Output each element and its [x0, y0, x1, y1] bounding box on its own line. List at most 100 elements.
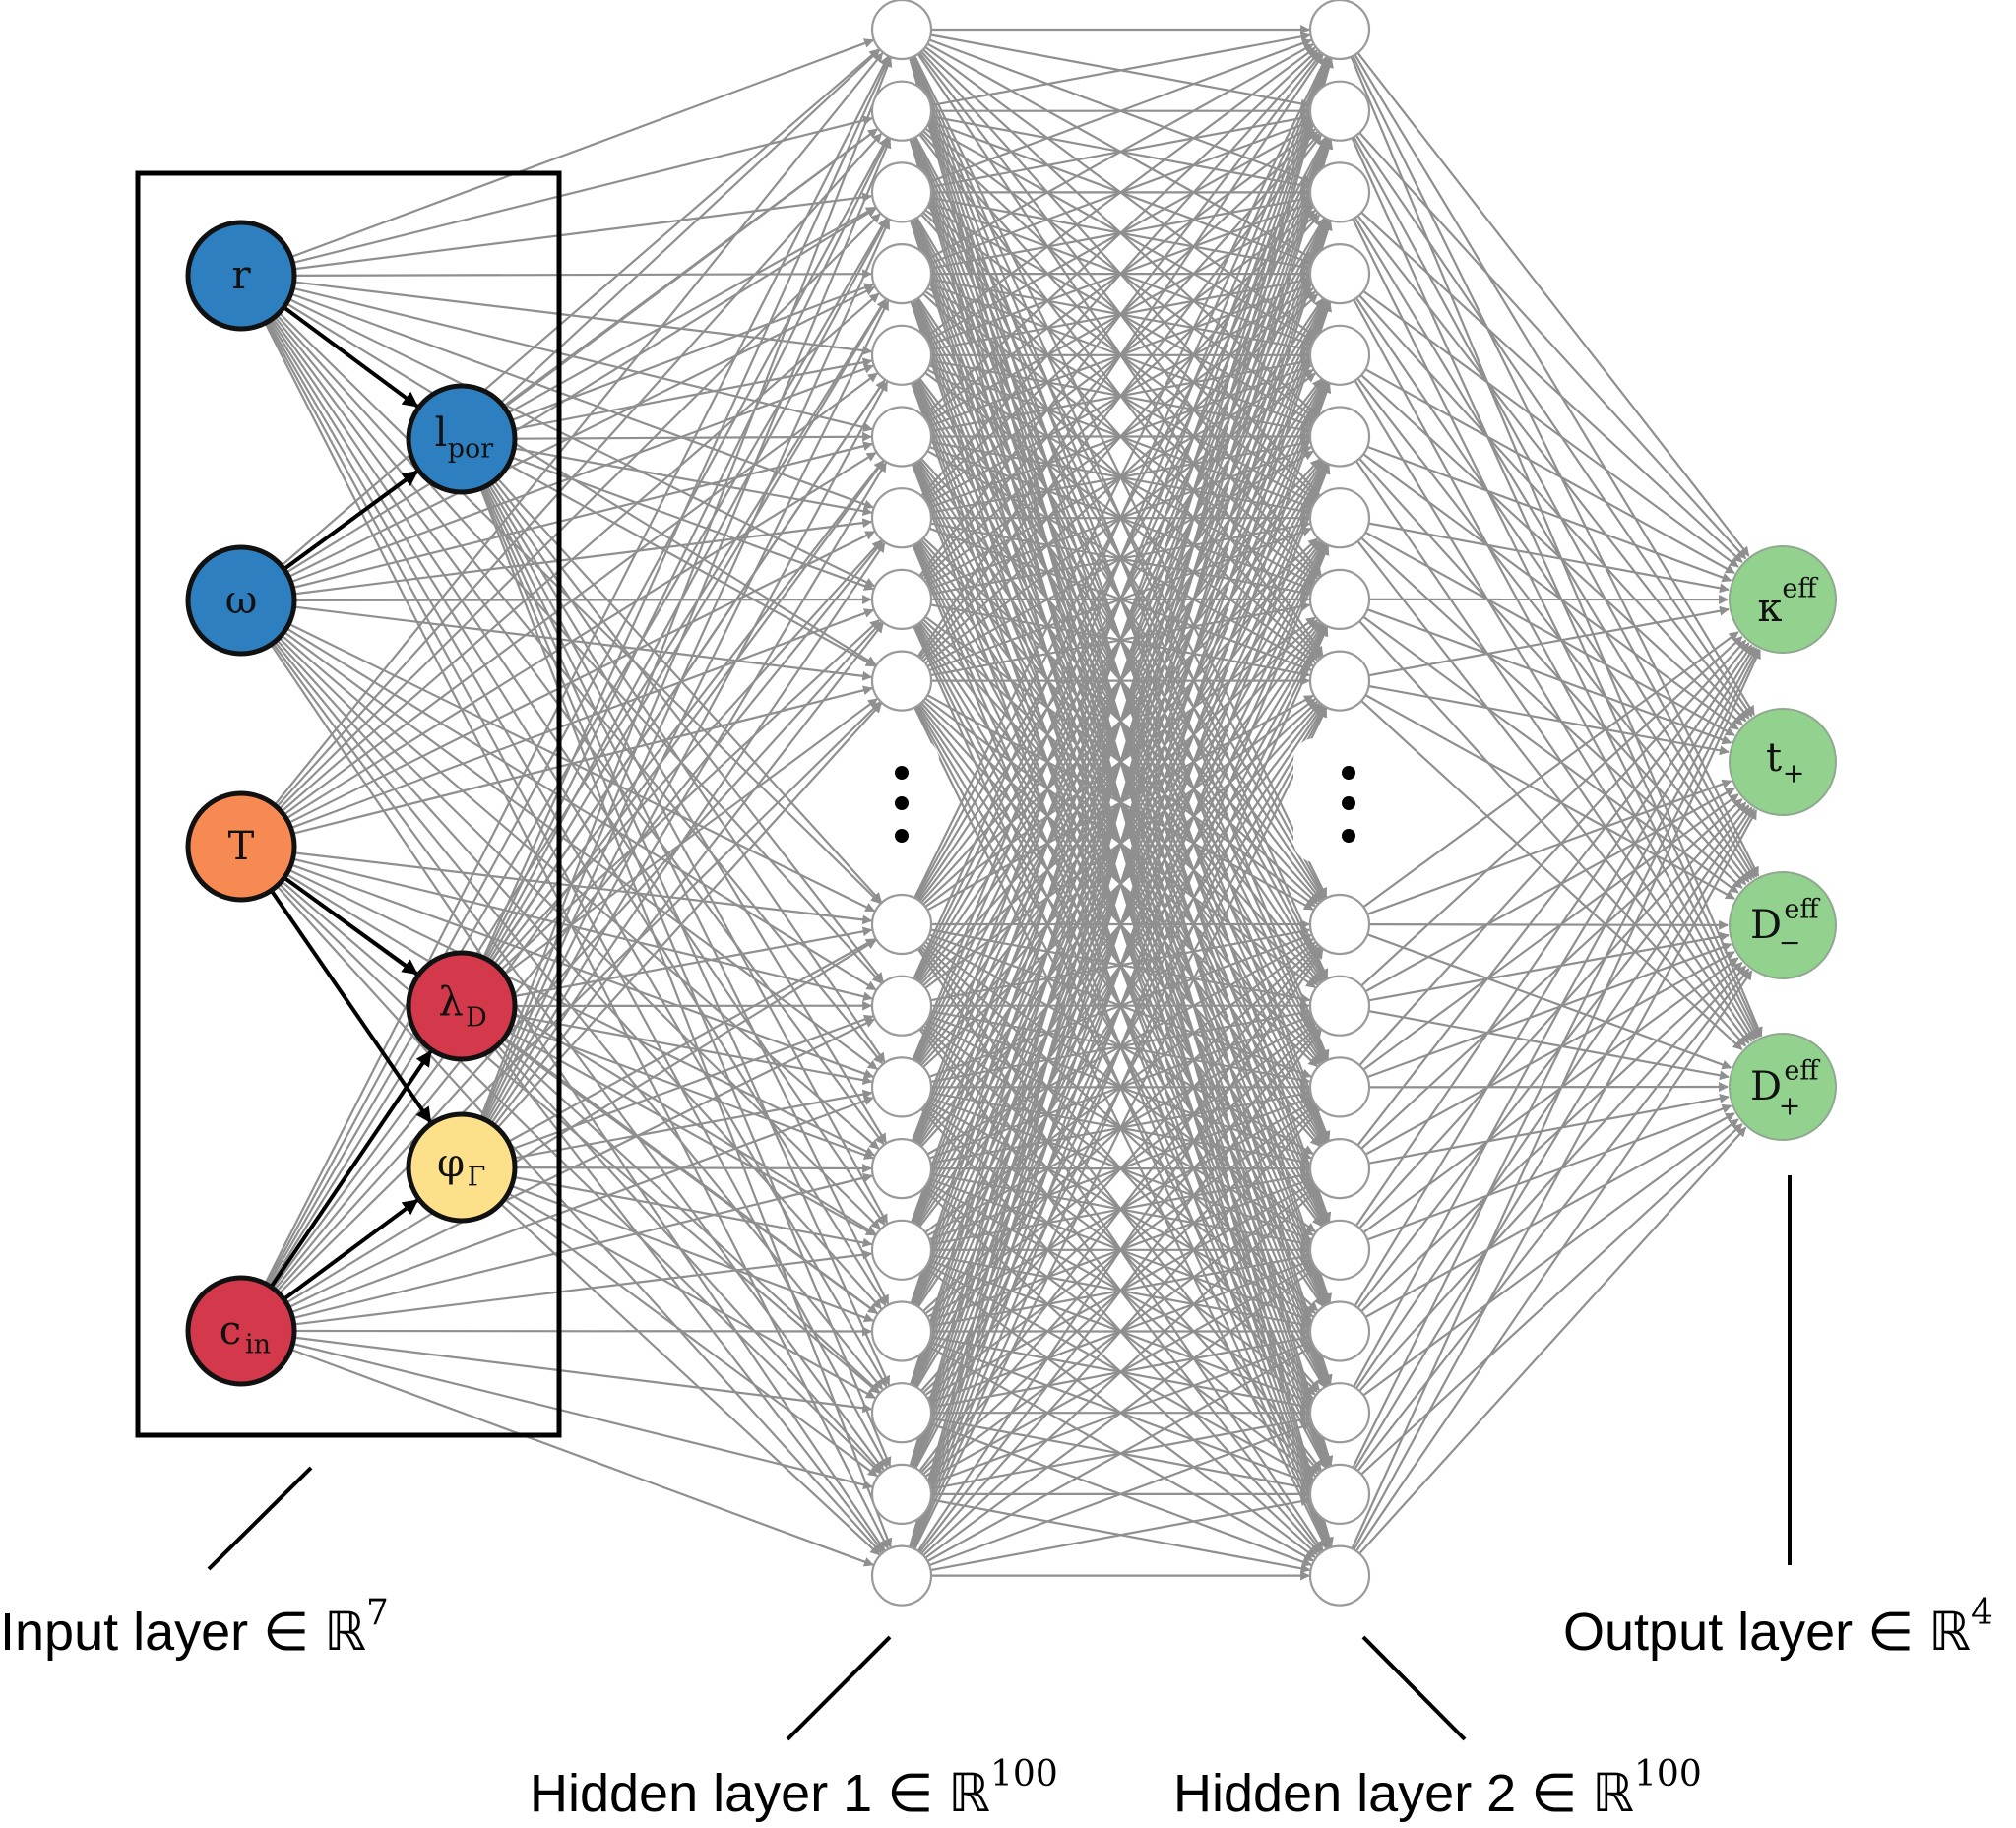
edge-input-to-hidden1 — [505, 938, 876, 1144]
edge-input-to-hidden1 — [502, 128, 878, 410]
edge-input-to-hidden1 — [286, 1018, 876, 1309]
input-node-omega: ω — [185, 544, 297, 657]
edge-hidden2-to-output — [1358, 620, 1747, 1047]
hidden-layer-1-ellipsis-dot — [895, 829, 909, 843]
hidden-layer-2-node — [1308, 568, 1371, 631]
dependency-arrow — [267, 1049, 433, 1292]
edge-hidden1-to-hidden2 — [930, 32, 1311, 107]
edge-hidden1-to-hidden2 — [924, 1267, 1316, 1559]
edge-hidden2-to-output — [1360, 536, 1743, 889]
input-layer-label: Input layer ∈ ℝ7 — [0, 1593, 389, 1662]
edge-hidden1-to-hidden2 — [914, 55, 1328, 899]
edge-hidden2-to-output — [1358, 132, 1747, 560]
node-subscript-label: + — [1783, 759, 1805, 789]
input-dependency-edges — [267, 303, 433, 1303]
edge-input-to-hidden1 — [481, 56, 891, 961]
edge-input-to-hidden1 — [509, 1184, 874, 1323]
hidden-layer-2-node — [1308, 1219, 1371, 1281]
edge-input-to-hidden1 — [271, 460, 885, 1291]
edge-hidden1-to-hidden2 — [922, 1188, 1319, 1557]
connection-edges — [263, 25, 1763, 1581]
edge-input-to-hidden1 — [272, 540, 884, 1292]
edge-hidden2-to-output — [1362, 793, 1739, 1071]
edge-hidden2-to-output — [1356, 215, 1750, 720]
hidden-layer-2-node — [1308, 1056, 1371, 1118]
edge-input-to-hidden1 — [291, 192, 873, 271]
edge-input-to-hidden1 — [290, 286, 873, 432]
hidden-layer-2-ellipsis-mask — [1293, 738, 1384, 862]
hidden-layer-2-dimension: 100 — [1634, 1754, 1702, 1795]
node-main-label: φ — [437, 1141, 465, 1186]
edge-hidden2-to-output — [1364, 1112, 1735, 1318]
node-circle — [406, 1111, 518, 1224]
hidden-layer-1-node — [870, 650, 933, 712]
edge-input-to-hidden1 — [286, 285, 876, 579]
edge-hidden2-to-output — [1354, 379, 1755, 1040]
edge-hidden2-to-output — [1352, 218, 1760, 1039]
node-circle — [1729, 545, 1837, 654]
edge-hidden1-to-hidden2 — [920, 1108, 1321, 1555]
edge-hidden2-to-output — [1354, 646, 1755, 1307]
edge-hidden2-to-output — [1354, 134, 1753, 718]
edge-input-to-hidden1 — [290, 1172, 873, 1320]
hidden-layer-2-nodes — [1308, 0, 1371, 1607]
dependency-arrow — [280, 303, 419, 409]
edge-input-to-hidden1 — [291, 1336, 873, 1414]
edge-input-to-hidden1 — [291, 281, 873, 355]
edge-hidden1-to-hidden2 — [910, 221, 1333, 1548]
node-label: r — [231, 253, 251, 298]
edge-hidden2-to-output — [1353, 647, 1758, 1388]
edge-input-to-hidden1 — [511, 1175, 873, 1248]
edge-input-to-hidden1 — [286, 531, 876, 825]
node-subscript-label: − — [1779, 928, 1801, 959]
hidden-layer-1-node — [870, 1056, 933, 1118]
edge-input-to-hidden1 — [498, 1040, 880, 1394]
edge-hidden2-to-output — [1366, 779, 1732, 915]
edge-hidden2-to-output — [1358, 639, 1747, 1066]
hidden-layer-1-node — [870, 243, 933, 305]
edge-hidden1-to-hidden2 — [918, 1029, 1322, 1553]
node-subscript-label: D — [466, 1003, 487, 1034]
edge-input-to-hidden1 — [290, 857, 873, 1002]
hidden-layer-2-leader-line — [1361, 1635, 1467, 1741]
edge-input-to-hidden1 — [498, 1201, 881, 1556]
edge-hidden2-to-output — [1354, 54, 1755, 716]
edge-hidden2-to-output — [1358, 457, 1747, 886]
edge-input-to-hidden1 — [483, 300, 890, 1122]
edge-hidden2-to-output — [1362, 453, 1739, 730]
edge-hidden2-to-output — [1366, 445, 1732, 583]
node-superscript-label: eff — [1784, 1056, 1820, 1087]
edge-input-to-hidden1 — [505, 1030, 876, 1236]
hidden-layer-2-node — [1308, 1463, 1371, 1526]
hidden-layer-1-node — [870, 975, 933, 1037]
edge-input-to-hidden1 — [502, 1197, 878, 1478]
edge-hidden1-to-hidden2 — [914, 707, 1328, 1550]
edge-hidden2-to-output — [1358, 294, 1747, 723]
node-main-label: c — [220, 1308, 241, 1354]
edge-hidden2-to-output — [1364, 694, 1735, 900]
edge-hidden2-to-output — [1353, 809, 1758, 1550]
edge-input-to-hidden1 — [478, 486, 893, 1548]
input-node-t: T — [185, 790, 297, 903]
node-circle — [185, 544, 297, 657]
edge-input-to-hidden1 — [275, 883, 883, 1554]
edge-input-to-hidden1 — [491, 1045, 884, 1552]
edge-input-to-hidden1 — [274, 621, 883, 1294]
hidden-layer-2-node — [1308, 161, 1371, 223]
input-node-phi-gamma: φ Γ — [406, 1111, 518, 1224]
hidden-layer-2-node — [1308, 893, 1371, 956]
dependency-arrow — [267, 886, 432, 1124]
input-layer-label-text: Input layer ∈ ℝ — [0, 1603, 366, 1662]
edge-hidden1-to-hidden2 — [912, 544, 1330, 1549]
edge-hidden2-to-output — [1360, 961, 1743, 1313]
edge-input-to-hidden1 — [486, 481, 887, 1144]
edge-hidden2-to-output — [1354, 806, 1753, 1390]
edge-input-to-hidden1 — [511, 357, 873, 431]
edge-input-to-hidden1 — [512, 431, 872, 442]
hidden-layer-2-node — [1308, 1382, 1371, 1444]
node-main-label: λ — [438, 979, 463, 1025]
node-main-label: κ — [1758, 586, 1783, 631]
edge-input-to-hidden1 — [498, 619, 880, 973]
edge-hidden1-to-hidden2 — [910, 57, 1332, 1304]
